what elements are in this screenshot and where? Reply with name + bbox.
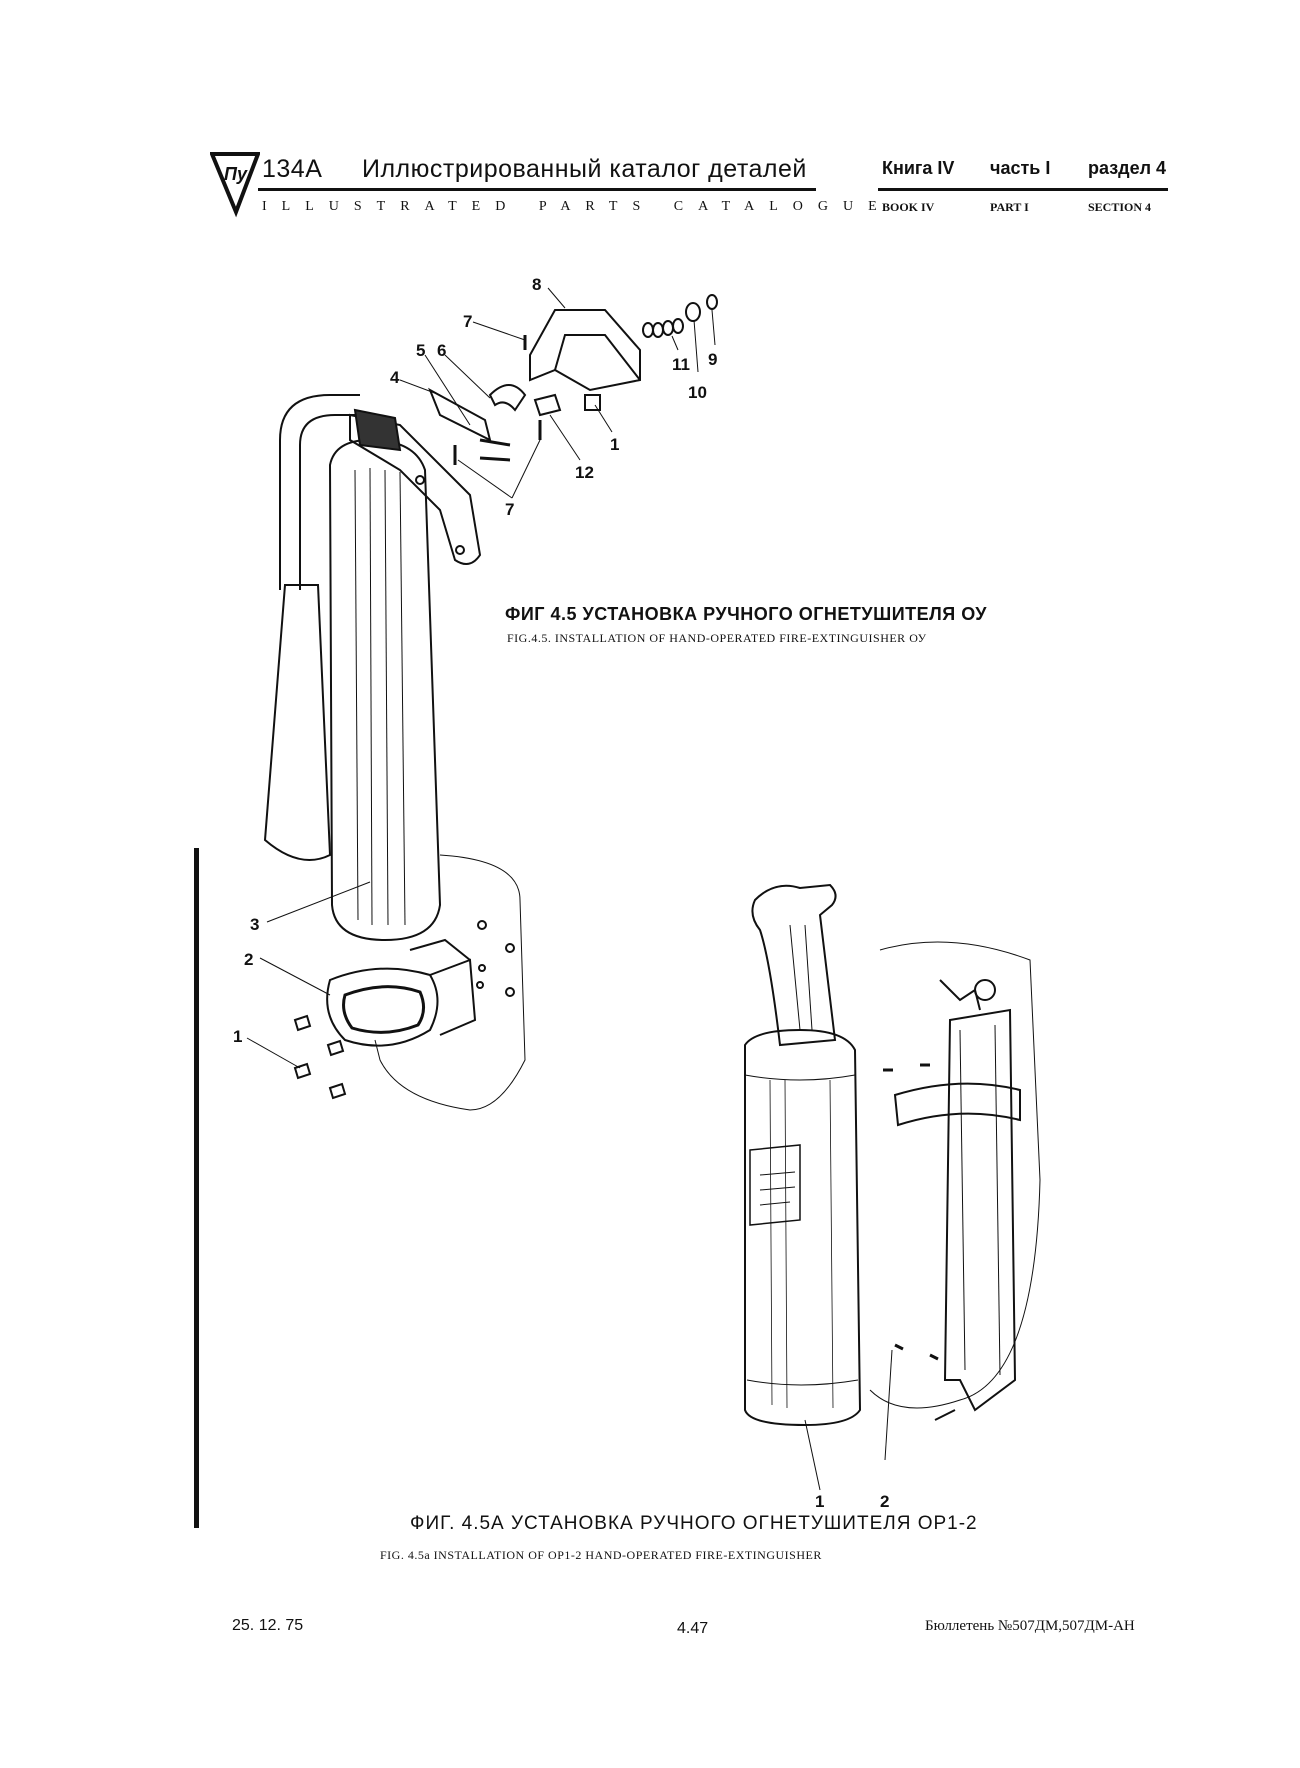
book-label-ru: Книга IV — [882, 158, 955, 178]
valve-handle — [349, 413, 482, 565]
strap-part-4 — [428, 387, 492, 442]
figure-4-5a-caption-en: FIG. 4.5a INSTALLATION OF OP1-2 HAND-OPE… — [380, 1548, 822, 1562]
clamp-part-6 — [488, 384, 527, 412]
logo-mark-icon: Пу — [209, 152, 261, 218]
extinguisher-cylinder — [328, 438, 442, 942]
mounting-bracket-part-2 — [326, 967, 439, 1047]
callout-9: 9 — [708, 350, 717, 369]
wall-bracket-op1-2 — [943, 1008, 1017, 1412]
section-label-ru: раздел 4 — [1088, 158, 1167, 178]
section-label-en: SECTION 4 — [1088, 200, 1152, 214]
callout-6: 6 — [437, 341, 446, 360]
callout-8: 8 — [532, 275, 541, 294]
bolt-parts-1 — [293, 1014, 347, 1100]
extinguisher-handle — [751, 883, 837, 1047]
header-rule-right — [878, 188, 1168, 191]
logo-label: Пу — [224, 164, 248, 184]
header-rule-left — [258, 188, 816, 191]
callout-2: 2 — [244, 950, 253, 969]
hose-pipe — [279, 394, 360, 590]
callout-7-top: 7 — [463, 312, 472, 331]
book-label-en: BOOK IV — [882, 200, 935, 214]
model-number: 134А — [262, 155, 323, 183]
callout-7-bottom: 7 — [505, 500, 514, 519]
callout-1-bottom: 1 — [233, 1027, 242, 1046]
margin-bar — [194, 848, 199, 1528]
callout-3: 3 — [250, 915, 259, 934]
figure-4-5-caption-en: FIG.4.5. INSTALLATION OF HAND-OPERATED F… — [507, 631, 927, 645]
bracket-part-8 — [529, 309, 641, 392]
figure-4-5a-caption-ru: ФИГ. 4.5А УСТАНОВКА РУЧНОГО ОГНЕТУШИТЕЛЯ… — [410, 1513, 978, 1534]
callout-op1-2-2: 2 — [880, 1492, 889, 1511]
callout-4: 4 — [390, 368, 400, 387]
callout-11: 11 — [672, 355, 690, 374]
footer-date: 25. 12. 75 — [232, 1617, 304, 1634]
instruction-label — [749, 1144, 801, 1226]
callout-1-top: 1 — [610, 435, 619, 454]
catalog-title-en: ILLUSTRATED PARTS CATALOGUE — [262, 199, 892, 214]
callout-10: 10 — [688, 383, 707, 402]
callout-5: 5 — [416, 341, 425, 360]
figure-4-5-caption-ru: ФИГ 4.5 УСТАНОВКА РУЧНОГО ОГНЕТУШИТЕЛЯ О… — [505, 604, 987, 624]
discharge-horn — [263, 584, 332, 861]
retaining-strap — [893, 1082, 1021, 1127]
callout-12: 12 — [575, 463, 594, 482]
footer-bulletin: Бюллетень №507ДМ,507ДМ-АН — [925, 1618, 1135, 1634]
catalog-title-ru: Иллюстрированный каталог деталей — [362, 155, 807, 183]
part-label-en: PART I — [990, 200, 1029, 214]
footer-page-number: 4.47 — [677, 1620, 709, 1637]
callout-op1-2-1: 1 — [815, 1492, 824, 1511]
part-label-ru: часть I — [990, 158, 1051, 178]
extinguisher-body-op1-2 — [744, 1028, 862, 1427]
catalog-logo: Пу — [209, 150, 261, 220]
